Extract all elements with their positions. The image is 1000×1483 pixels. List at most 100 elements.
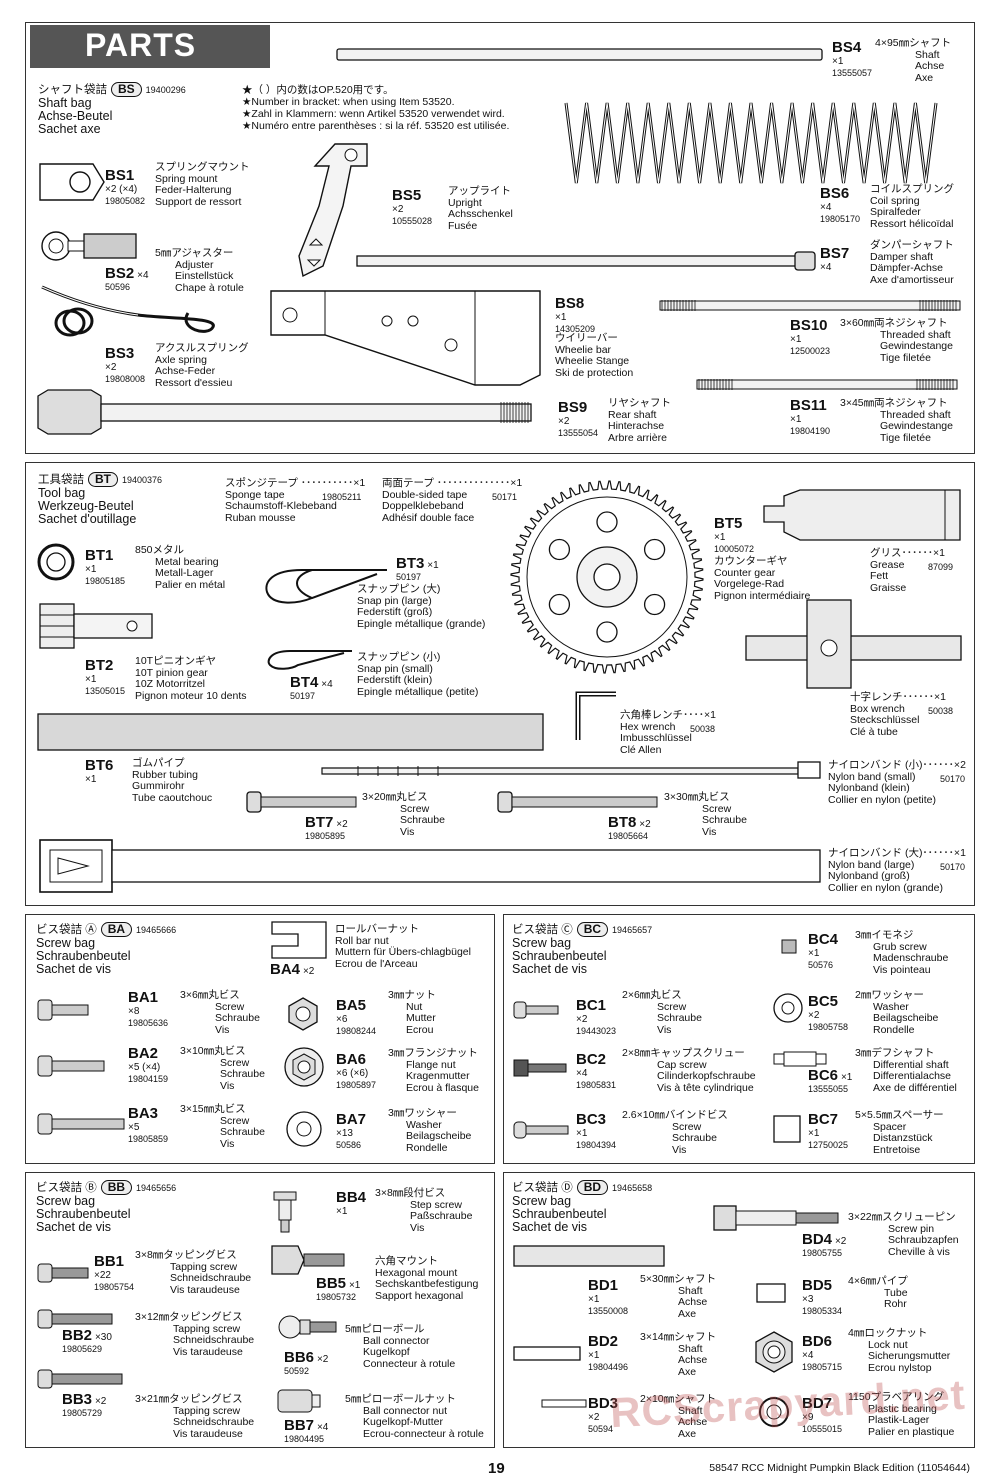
box-wrench-drawing [745,599,962,689]
bag-code-badge: BS [111,82,142,97]
bag-code-badge: BT [88,472,118,487]
damper-shaft-drawing [356,251,816,271]
metal-bearing-drawing [37,543,75,581]
pn-hex-wrench: 50038 [690,724,716,734]
screw-bt8-drawing [497,791,658,813]
pn-grease: 87099 [928,562,954,572]
hex-wrench-drawing [575,691,616,740]
sponge-tape-drawing [37,713,544,751]
screw-bt7-drawing [246,791,357,813]
desc-bt4: スナップピン (小)Snap pin (small)Federstift (kl… [357,651,479,698]
nut-ba5-drawing [288,997,318,1031]
step-screw-drawing [273,1191,297,1233]
tapping-screw-bb2-drawing [37,1309,113,1329]
bag-code-badge: BD [576,1180,609,1195]
part-bb4: BB4×1 [336,1189,367,1218]
screw-ba3-drawing [37,1113,125,1135]
screw-pin-drawing [713,1205,839,1231]
wheelie-bar-drawing [270,290,541,386]
notes: ★（ ）内の数はOP.520用です。 ★Number in bracket: w… [242,84,510,132]
shaft-bd2-drawing [513,1346,581,1361]
model-caption: 58547 RCC Midnight Pumpkin Black Edition… [709,1462,970,1474]
upright-drawing [298,143,368,278]
flange-nut-drawing [284,1047,324,1087]
spring-mount-drawing [39,163,105,201]
counter-gear-drawing [510,480,704,674]
nylon-band-small-drawing [321,761,821,779]
screw-ba2-drawing [37,1055,105,1077]
part-ba4: BA4 ×2 [270,961,315,978]
diff-shaft-drawing [773,1051,827,1067]
threaded-shaft-45-drawing [696,379,958,390]
rear-shaft-drawing [37,389,532,435]
spacer-drawing [773,1115,801,1143]
plastic-bearing-drawing [759,1397,789,1427]
section-screw-bag-b [25,1172,495,1448]
pn-sponge-tape: 19805211 [322,492,362,502]
washer-bc5-drawing [773,993,803,1023]
bag-code-badge: BA [100,922,133,937]
ball-connector-nut-drawing [277,1389,321,1413]
pipe-drawing [756,1283,786,1303]
ball-connector-drawing [278,1315,337,1339]
part-ba6: BA6×6 (×6)19805897 [336,1051,377,1090]
axle-spring-drawing [41,285,215,337]
